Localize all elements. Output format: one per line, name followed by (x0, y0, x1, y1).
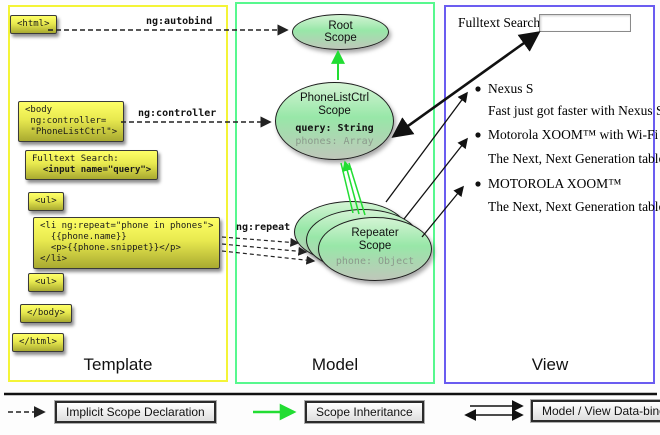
code-body-close: </body> (20, 304, 72, 323)
root-scope-ellipse: Root Scope (292, 14, 389, 50)
ng-repeat-label: ng:repeat (236, 222, 291, 233)
code-html-close: </html> (12, 333, 64, 352)
root-scope-title: Root Scope (324, 19, 357, 45)
code-fulltext-label: Fulltext Search: (32, 154, 119, 164)
ng-autobind-label: ng:autobind (146, 16, 213, 27)
view-item-snippet: Fast just got faster with Nexus S. (488, 103, 660, 118)
view-item-title: Motorola XOOM™ with Wi-Fi (488, 127, 659, 142)
phonelistctrl-prop-query: query: String (295, 123, 374, 134)
code-ul-open: <ul> (28, 192, 64, 211)
code-html-open: <html> (10, 15, 57, 34)
ng-controller-label: ng:controller (138, 108, 217, 119)
model-column-label: Model (311, 355, 359, 374)
repeater-scope-ellipse-front: Repeater Scope phone: Object (318, 217, 432, 281)
code-fulltext-search: Fulltext Search: <input name="query"> (25, 150, 159, 180)
view-column (444, 5, 655, 384)
repeater-scope-title: Repeater Scope (351, 227, 399, 252)
model-column (235, 2, 435, 384)
code-ul-close: <ul> (28, 273, 64, 292)
phonelistctrl-scope-title: PhoneListCtrl Scope (299, 92, 370, 117)
view-item-title: MOTOROLA XOOM™ (488, 176, 622, 191)
legend-double-arrow-icon (464, 400, 524, 421)
code-fulltext-input: <input name="query"> (32, 165, 152, 175)
view-column-label: View (531, 355, 569, 374)
repeater-prop-phone: phone: Object (335, 256, 415, 267)
legend-implicit-scope-declaration: Implicit Scope Declaration (54, 400, 217, 424)
phonelistctrl-prop-phones: phones: Array (295, 136, 374, 147)
template-column-label: Template (83, 355, 153, 374)
view-item-snippet: The Next, Next Generation tablet. (488, 151, 660, 166)
fulltext-search-input[interactable] (539, 14, 631, 32)
view-item-title: Nexus S (488, 81, 534, 96)
view-item-snippet: The Next, Next Generation tablet. (488, 199, 660, 214)
view-search-label: Fulltext Search: (458, 15, 544, 30)
legend-model-view-databinding: Model / View Data-binding (530, 399, 660, 423)
phonelistctrl-scope-ellipse: PhoneListCtrl Scope query: String phones… (275, 82, 394, 160)
code-body-open: <body ng:controller= "PhoneListCtrl"> (18, 101, 125, 142)
legend-scope-inheritance: Scope Inheritance (304, 400, 425, 424)
code-li-repeat: <li ng:repeat="phone in phones"> {{phone… (33, 217, 221, 269)
